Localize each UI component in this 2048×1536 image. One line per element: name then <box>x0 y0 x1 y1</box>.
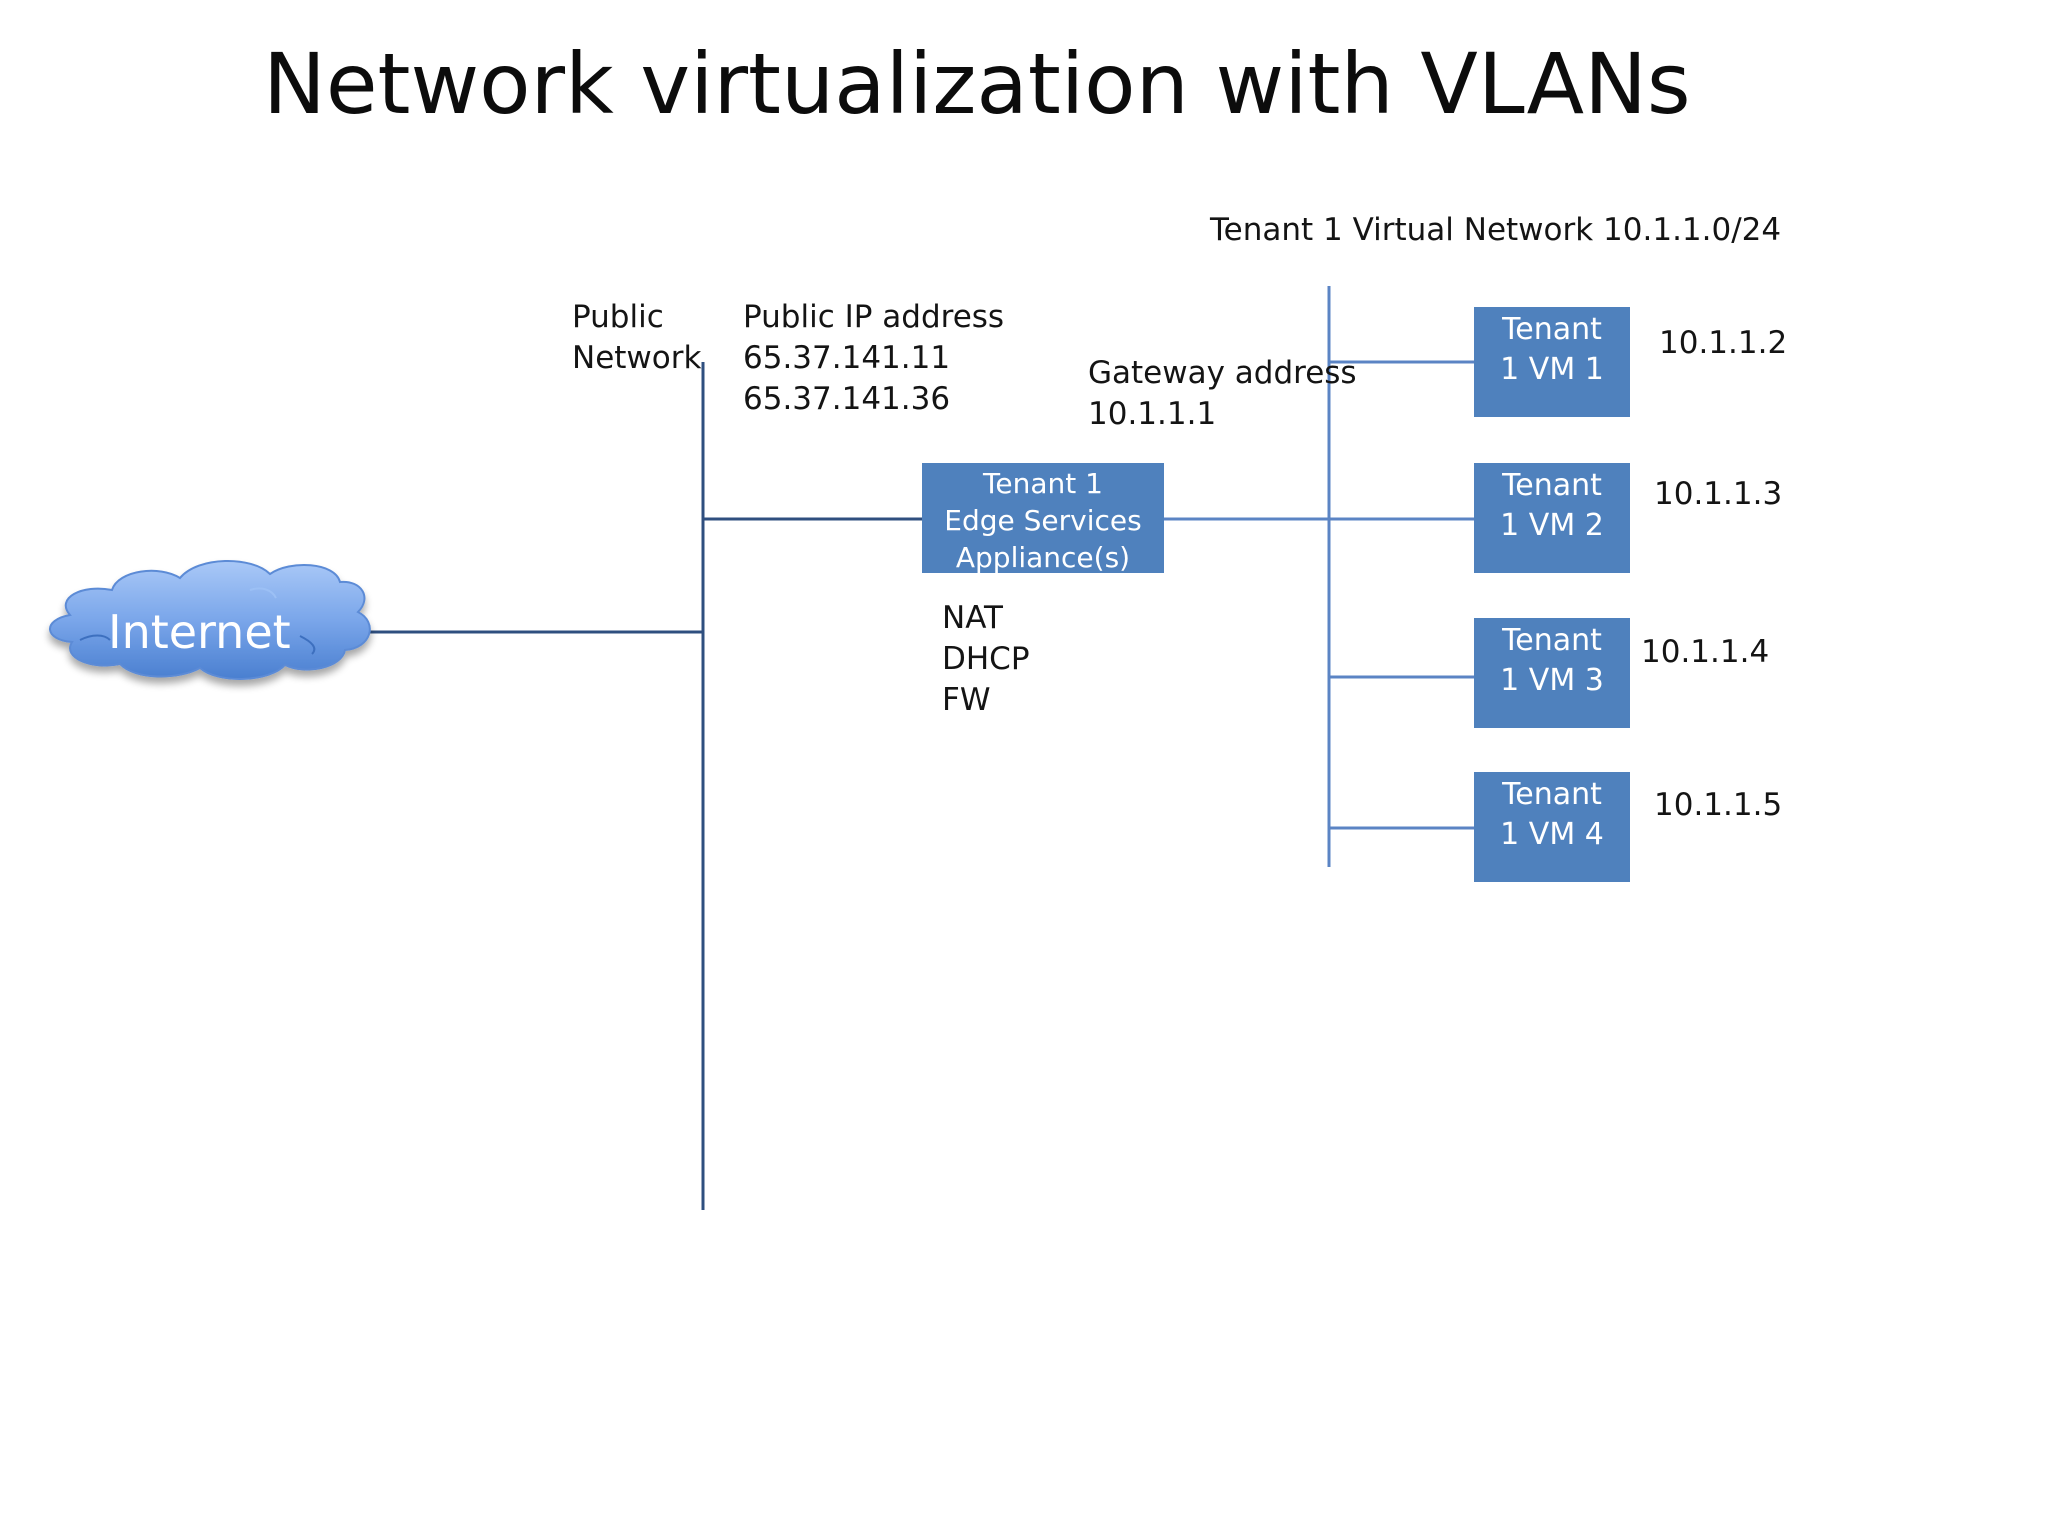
service-fw: FW <box>942 682 991 718</box>
public-ip-address-1: 65.37.141.11 <box>743 340 951 376</box>
page-title: Network virtualization with VLANs <box>263 35 1691 133</box>
tenant-vm-2: Tenant 1 VM 2 <box>1474 463 1630 573</box>
vm1-ip: 10.1.1.2 <box>1659 325 1788 361</box>
edge-appliance-line3: Appliance(s) <box>955 541 1131 574</box>
public-network-line2: Network <box>572 340 702 376</box>
vm4-line2: 1 VM 4 <box>1500 817 1604 852</box>
tenant-vm-4: Tenant 1 VM 4 <box>1474 772 1630 882</box>
vm3-ip: 10.1.1.4 <box>1641 634 1770 670</box>
vm4-line1: Tenant <box>1502 777 1602 812</box>
gateway-address: 10.1.1.1 <box>1088 396 1217 432</box>
vm2-ip: 10.1.1.3 <box>1654 476 1783 512</box>
tenant-vm-3: Tenant 1 VM 3 <box>1474 618 1630 728</box>
tenant-virtual-network-label: Tenant 1 Virtual Network 10.1.1.0/24 <box>1210 212 1782 248</box>
service-dhcp: DHCP <box>942 641 1030 677</box>
gateway-label: Gateway address 10.1.1.1 <box>1088 353 1357 435</box>
vm2-line1: Tenant <box>1502 468 1602 503</box>
internet-label: Internet <box>108 605 291 659</box>
public-network-line1: Public <box>572 299 664 335</box>
public-ip-address-2: 65.37.141.36 <box>743 381 951 417</box>
edge-services-appliance: Tenant 1 Edge Services Appliance(s) <box>922 463 1164 574</box>
gateway-heading: Gateway address <box>1088 355 1357 391</box>
tenant-vm-1: Tenant 1 VM 1 <box>1474 307 1630 417</box>
vm1-line2: 1 VM 1 <box>1500 352 1604 387</box>
vm3-line2: 1 VM 3 <box>1500 663 1604 698</box>
vm4-ip: 10.1.1.5 <box>1654 787 1783 823</box>
internet-cloud <box>49 559 371 680</box>
public-ip-heading: Public IP address <box>743 299 1005 335</box>
edge-appliance-line2: Edge Services <box>944 504 1142 537</box>
public-ip-label: Public IP address 65.37.141.11 65.37.141… <box>743 297 1004 420</box>
services-list: NAT DHCP FW <box>942 598 1030 721</box>
edge-appliance-line1: Tenant 1 <box>983 467 1103 500</box>
public-network-label: Public Network <box>572 297 701 379</box>
vm3-line1: Tenant <box>1502 623 1602 658</box>
vm2-line2: 1 VM 2 <box>1500 508 1604 543</box>
service-nat: NAT <box>942 600 1003 636</box>
vm1-line1: Tenant <box>1502 312 1602 347</box>
